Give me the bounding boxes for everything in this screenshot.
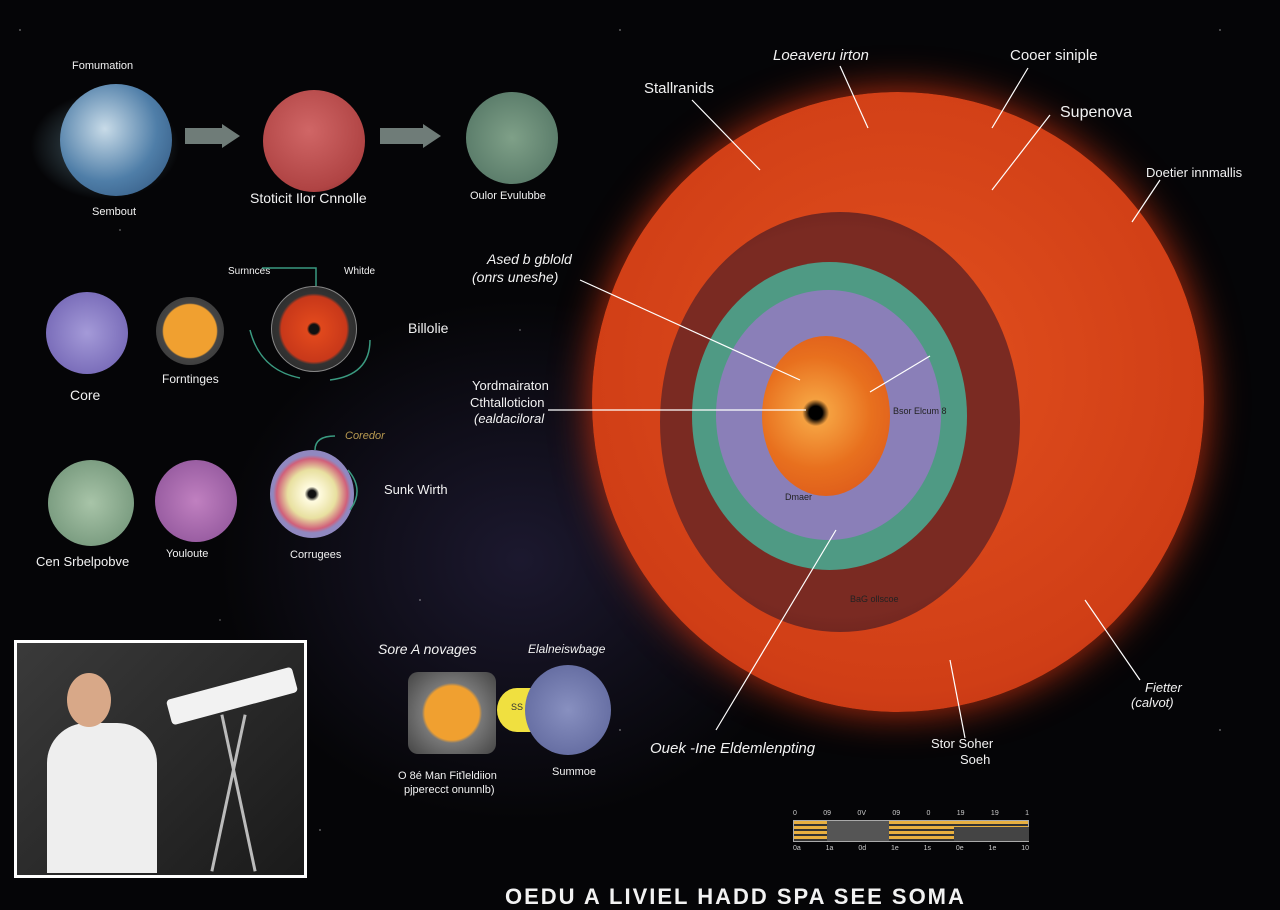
tick: 1e (988, 845, 997, 852)
wedge-tag: SS (511, 702, 524, 712)
tick: 1s (923, 845, 932, 852)
label-core: Core (70, 387, 101, 403)
scale-bottom-ticks: 0a 1a 0d 1e 1s 0e 1e 10 (793, 845, 1029, 852)
arrow-right-icon (380, 128, 425, 144)
tick: 10 (1021, 845, 1029, 852)
caption-oulor: Oulor Evulubbe (470, 190, 546, 202)
arrow-head-icon (222, 124, 240, 148)
heading-formation: Fomumation (72, 60, 134, 72)
label-ased-2: (onrs uneshe) (472, 269, 559, 285)
scale-bar-segment (827, 821, 889, 841)
inner-label-3: BaG ollscoe (850, 594, 899, 604)
planet-formation (60, 84, 172, 196)
scale-bar-segment (954, 827, 1029, 841)
caption-stoticit: Stoticit Ilor Cnnolle (250, 190, 367, 206)
label-yord-1: Yordmairaton (472, 378, 549, 393)
tick: 0V (857, 810, 866, 817)
tick: 1e (890, 845, 899, 852)
tick: 09 (892, 810, 901, 817)
tick: 1a (825, 845, 834, 852)
label-supenova: Supenova (1060, 104, 1133, 121)
planet-red (263, 90, 365, 192)
arrow-right-icon (185, 128, 225, 144)
tick: 0e (955, 845, 964, 852)
label-corrugees: Corrugees (290, 549, 342, 561)
lab-coat (47, 723, 157, 873)
star-glow-section (270, 450, 354, 538)
label-doetier: Doetier innmallis (1146, 165, 1243, 180)
scale-bar (793, 820, 1029, 842)
tick: 0 (926, 810, 931, 817)
label-ouek: Ouek -Ine Eldemlenpting (650, 740, 816, 757)
label-sore: Sore A novages (378, 641, 477, 657)
arrow-head-icon (423, 124, 441, 148)
star-cross-section (271, 286, 357, 372)
planet-green (466, 92, 558, 184)
label-sunk: Sunk Wirth (384, 482, 448, 497)
planet-fortinges (156, 297, 224, 365)
label-ased-1: Ased b gblold (487, 251, 572, 267)
tick: 1 (1025, 810, 1029, 817)
tick: 0 (793, 810, 797, 817)
inner-label-2: Dmaer (785, 492, 813, 502)
label-whitde: Whitde (344, 266, 376, 277)
caption-summoe: Summoe (552, 766, 597, 778)
tick: 19 (956, 810, 965, 817)
label-ela: Elalneiswbage (528, 642, 606, 656)
label-yord-2: Cthtalloticion (470, 395, 545, 410)
scientist-telescope-photo (14, 640, 307, 878)
sun-cutaway (408, 672, 496, 754)
telescope-icon (165, 666, 299, 726)
label-yoluite: Youloute (166, 548, 209, 560)
label-yord-3: (ealdaciloral (474, 411, 545, 426)
label-cooer: Cooer siniple (1010, 47, 1098, 64)
label-coredor: Coredor (345, 430, 385, 442)
footer-title: OEDU A LIVIEL HADD SPA SEE SOMA (505, 884, 966, 909)
tick: 09 (823, 810, 832, 817)
label-fietter-1: Fietter (1145, 680, 1182, 695)
planet-core (46, 292, 128, 374)
label-cen: Cen Srbelpobve (36, 554, 130, 569)
planet-violet (155, 460, 237, 542)
planet-blue (525, 665, 611, 755)
label-stor-1: Stor Soher (931, 736, 994, 751)
label-fietter-2: (calvot) (1131, 695, 1174, 710)
caption-sembout: Sembout (92, 206, 137, 218)
label-stallranids: Stallranids (644, 80, 715, 97)
caption-2: pjperecct onunnlb) (404, 784, 495, 796)
layer-core (762, 336, 890, 496)
label-fortinges: Forntinges (162, 372, 219, 386)
tick: 0d (858, 845, 867, 852)
caption-1: O 8é Man Fiťleldiion (398, 770, 497, 782)
scale-top-ticks: 0 09 0V 09 0 19 19 1 (793, 810, 1029, 817)
tick: 0a (793, 845, 801, 852)
label-loeaveru: Loeaveru irton (773, 47, 869, 64)
tick: 19 (990, 810, 999, 817)
label-stor-2: Soeh (960, 752, 991, 767)
label-surfaces: Surnnces (228, 266, 271, 277)
inner-label-1: Bsor Elcum 8 (893, 406, 947, 416)
scientist-head (67, 673, 111, 727)
planet-green-pale (48, 460, 134, 546)
label-billolie: Billolie (408, 320, 449, 336)
